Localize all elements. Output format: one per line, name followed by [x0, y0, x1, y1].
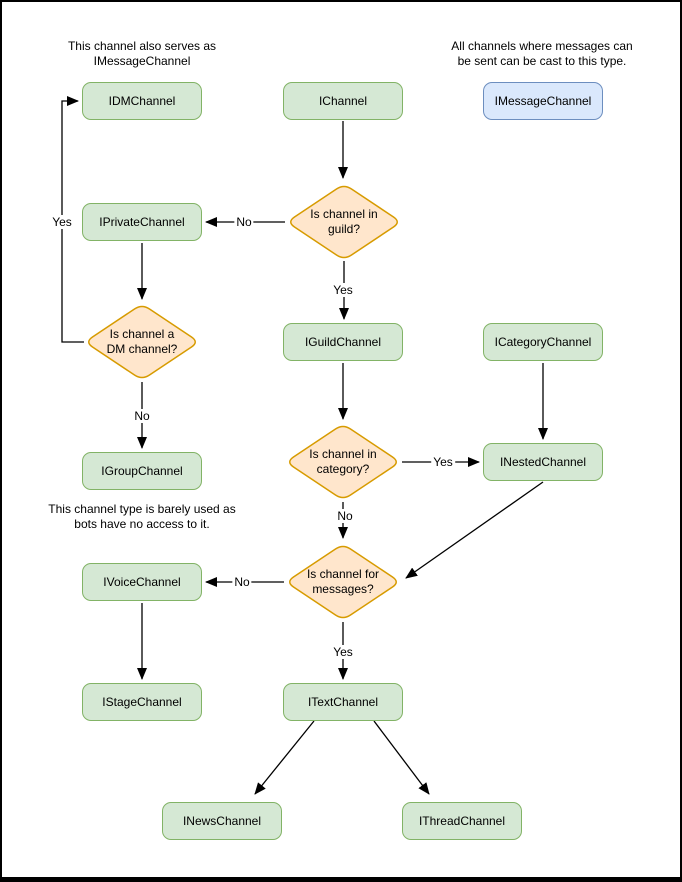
node-ichannel: IChannel: [283, 82, 403, 120]
node-inestedchannel: INestedChannel: [483, 443, 603, 481]
diamond-shape: [289, 545, 397, 619]
node-iprivatechannel: IPrivateChannel: [82, 203, 202, 241]
node-istagechannel: IStageChannel: [82, 683, 202, 721]
decision-is-channel-for-messages: Is channel for messages?: [285, 543, 401, 621]
edge-itextchannel-to-inewschannel: [254, 720, 315, 795]
note-line1: All channels where messages can: [451, 39, 633, 53]
note-line2: bots have no access to it.: [74, 517, 210, 531]
diamond-shape: [88, 305, 196, 379]
decision-label: Is channel in guild?: [286, 183, 402, 261]
diamond-shape: [289, 425, 397, 499]
edge-label-dm-no: No: [132, 409, 152, 423]
decision-label-line1: Is channel in: [309, 447, 377, 461]
decision-label: Is channel a DM channel?: [84, 303, 200, 381]
note-line2: IMessageChannel: [93, 54, 191, 68]
note-line2: be sent can be cast to this type.: [457, 54, 627, 68]
edge-label-messages-yes: Yes: [331, 645, 355, 659]
decision-is-channel-in-category: Is channel in category?: [285, 423, 401, 501]
decision-label-line2: messages?: [312, 582, 374, 596]
node-igroupchannel: IGroupChannel: [82, 452, 202, 490]
decision-label: Is channel in category?: [285, 423, 401, 501]
node-imessagechannel: IMessageChannel: [483, 82, 603, 120]
node-ithreadchannel: IThreadChannel: [402, 802, 522, 840]
decision-label-line1: Is channel for: [306, 567, 380, 581]
edge-itextchannel-to-ithreadchannel: [373, 720, 430, 795]
decision-label: Is channel for messages?: [285, 543, 401, 621]
edge-inestedchannel-to-messages-decision: [405, 481, 544, 579]
note-group-barely-used: This channel type is barely used as bots…: [48, 502, 235, 532]
edge-label-category-yes: Yes: [431, 455, 455, 469]
node-idmchannel: IDMChannel: [82, 82, 202, 120]
diamond-shape: [290, 185, 398, 259]
note-line1: This channel type is barely used as: [48, 502, 236, 516]
decision-label-line2: category?: [316, 462, 370, 476]
node-icategorychannel: ICategoryChannel: [483, 323, 603, 361]
note-message-cast: All channels where messages can be sent …: [451, 39, 632, 69]
edge-label-guild-yes: Yes: [331, 283, 355, 297]
node-inewschannel: INewsChannel: [162, 802, 282, 840]
decision-is-channel-a-dm: Is channel a DM channel?: [84, 303, 200, 381]
decision-label-line1: Is channel in: [310, 207, 378, 221]
edge-label-category-no: No: [335, 509, 355, 523]
decision-label-line2: DM channel?: [106, 342, 178, 356]
node-itextchannel: ITextChannel: [283, 683, 403, 721]
node-iguildchannel: IGuildChannel: [283, 323, 403, 361]
decision-is-channel-in-guild: Is channel in guild?: [286, 183, 402, 261]
edge-label-dm-yes: Yes: [50, 215, 74, 229]
note-dm-serves-as: This channel also serves as IMessageChan…: [68, 39, 216, 69]
decision-label-line1: Is channel a: [109, 327, 175, 341]
edge-label-guild-no: No: [234, 215, 254, 229]
decision-label-line2: guild?: [327, 222, 361, 236]
edge-label-messages-no: No: [232, 575, 252, 589]
note-line1: This channel also serves as: [67, 39, 217, 53]
node-ivoicechannel: IVoiceChannel: [82, 563, 202, 601]
